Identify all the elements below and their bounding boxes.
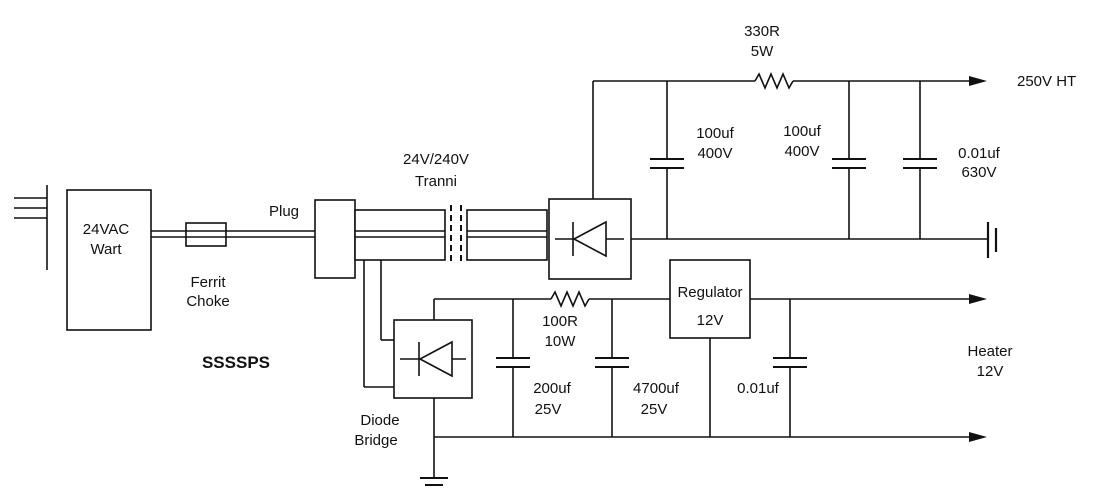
c3-label-2: 630V bbox=[961, 164, 996, 181]
heater-label-1: Heater bbox=[967, 343, 1012, 360]
transformer-primary bbox=[354, 209, 446, 261]
ht-rail bbox=[592, 71, 987, 199]
heater-positive-arrow-icon bbox=[969, 294, 987, 304]
r100-label-2: 10W bbox=[545, 333, 577, 350]
c4-label-2: 25V bbox=[535, 401, 562, 418]
tranni-label-2: Tranni bbox=[415, 173, 457, 190]
bridge-label-1: Diode bbox=[360, 412, 399, 429]
cap-c3 bbox=[903, 81, 937, 239]
transformer-core bbox=[450, 205, 462, 262]
ht-label: 250V HT bbox=[1017, 73, 1076, 90]
c5-label-2: 25V bbox=[641, 401, 668, 418]
c1-label-2: 400V bbox=[697, 145, 732, 162]
c2-label-2: 400V bbox=[784, 143, 819, 160]
regulator-label-2: 12V bbox=[697, 312, 724, 329]
cap-c4 bbox=[496, 299, 530, 437]
r100-label-1: 100R bbox=[542, 313, 578, 330]
cap-c1 bbox=[650, 81, 684, 239]
lv-positive-rail bbox=[433, 289, 670, 320]
c3-label-1: 0.01uf bbox=[958, 145, 1001, 162]
c4-label-1: 200uf bbox=[533, 380, 571, 397]
ferrite-choke bbox=[185, 222, 227, 247]
lv-feed bbox=[363, 260, 394, 388]
c2-label-1: 100uf bbox=[783, 123, 821, 140]
ferrit-label-1: Ferrit bbox=[191, 274, 227, 291]
c1-label-1: 100uf bbox=[696, 125, 734, 142]
ground-symbol-icon bbox=[420, 477, 448, 486]
cap-c2 bbox=[832, 81, 866, 239]
r330-label-2: 5W bbox=[751, 43, 774, 60]
plug-box bbox=[314, 199, 356, 279]
heater-ground-arrow-icon bbox=[969, 432, 987, 442]
c6-label: 0.01uf bbox=[737, 380, 780, 397]
r330-label-1: 330R bbox=[744, 23, 780, 40]
bridge-label-2: Bridge bbox=[354, 432, 397, 449]
tranni-label-1: 24V/240V bbox=[403, 151, 469, 168]
heater-label-2: 12V bbox=[977, 363, 1004, 380]
wart-label-1: 24VAC bbox=[83, 221, 130, 238]
dc-cable bbox=[151, 230, 315, 238]
regulator-label-1: Regulator bbox=[677, 284, 742, 301]
mains-prongs bbox=[14, 185, 48, 270]
c5-label-1: 4700uf bbox=[633, 380, 680, 397]
ht-arrow-icon bbox=[969, 76, 987, 86]
ferrit-label-2: Choke bbox=[186, 293, 229, 310]
ht-rectifier-diode-icon bbox=[555, 220, 624, 258]
cap-c5 bbox=[595, 299, 629, 437]
lv-bridge-diode-icon bbox=[400, 340, 466, 378]
cap-c6 bbox=[773, 299, 807, 437]
lv-ground-rail bbox=[433, 338, 987, 478]
wart-label-2: Wart bbox=[90, 241, 122, 258]
heater-positive-rail bbox=[750, 294, 987, 304]
chassis-ground-icon bbox=[986, 222, 998, 258]
diagram-title: SSSSPS bbox=[202, 353, 270, 372]
wall-wart-box bbox=[66, 189, 152, 331]
transformer-secondary bbox=[466, 209, 548, 261]
plug-label: Plug bbox=[269, 203, 299, 220]
